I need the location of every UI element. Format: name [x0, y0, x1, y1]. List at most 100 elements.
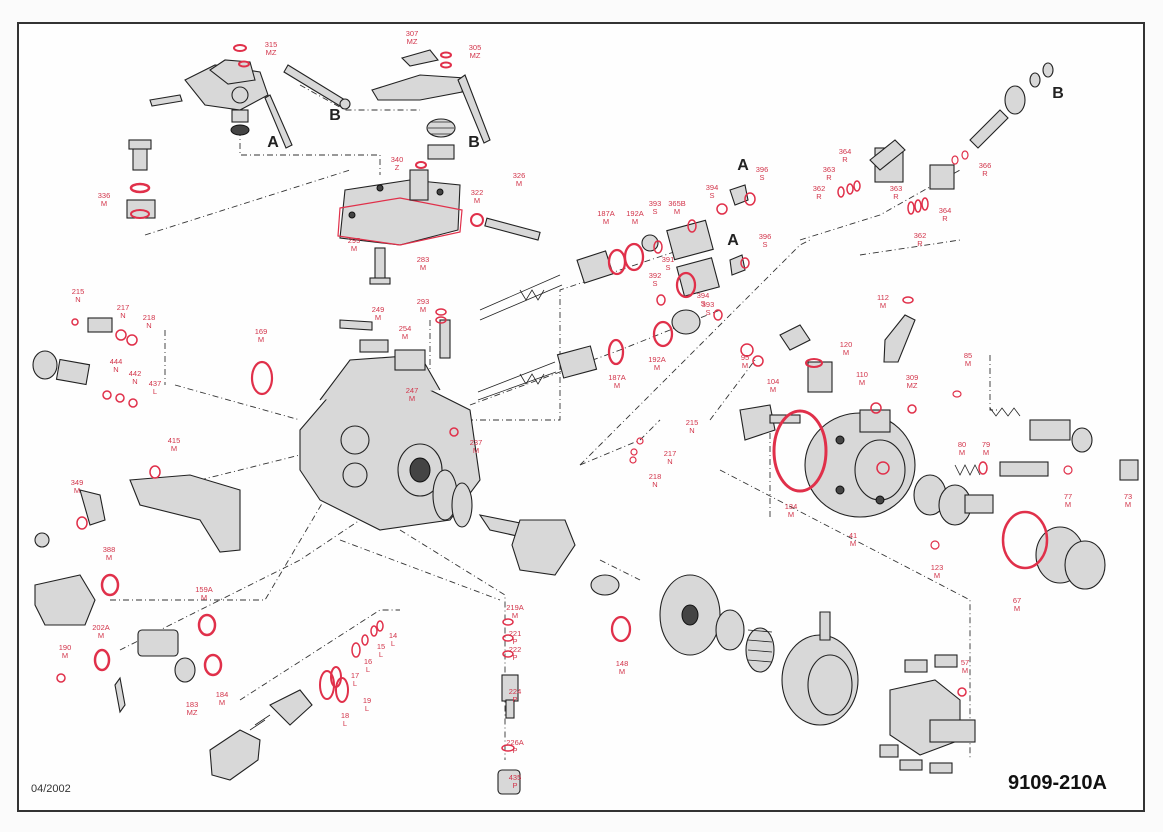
part-number: 79 — [982, 440, 990, 449]
part-code: M — [632, 217, 638, 226]
part-code: M — [742, 361, 748, 370]
part-code: S — [665, 263, 670, 272]
part-number: 392 — [649, 271, 662, 280]
part-code: R — [842, 155, 848, 164]
o-ring — [853, 180, 861, 192]
part-callout: 85M — [964, 351, 972, 368]
pressure-valve-stack — [497, 674, 521, 795]
part-callout: 67M — [1013, 596, 1021, 613]
connector-letter: A — [727, 232, 739, 249]
part-code: M — [201, 593, 207, 602]
part-code: P — [512, 746, 517, 755]
part-code: M — [420, 305, 426, 314]
part-code: L — [379, 650, 383, 659]
part-number: 247 — [406, 386, 419, 395]
o-ring — [376, 620, 384, 632]
part-code: N — [113, 365, 118, 374]
part-number: 192A — [648, 355, 666, 364]
part-code: P — [512, 653, 517, 662]
part-number: 237 — [470, 438, 483, 447]
part-number: 190 — [59, 643, 72, 652]
part-number: 295 — [348, 236, 361, 245]
o-ring — [652, 320, 674, 348]
part-number: 73 — [1124, 492, 1132, 501]
part-callouts: 315MZ307MZ305MZ336M340Z326M322M295M283M2… — [59, 29, 1132, 790]
part-code: M — [859, 378, 865, 387]
o-ring — [335, 677, 349, 703]
o-ring — [502, 618, 514, 626]
part-code: N — [652, 480, 657, 489]
part-code: M — [1014, 604, 1020, 613]
part-code: M — [351, 244, 357, 253]
part-number: 309 — [906, 373, 919, 382]
o-ring — [870, 402, 882, 414]
o-ring — [656, 294, 666, 306]
o-ring — [502, 650, 514, 658]
part-number: 18 — [341, 711, 349, 720]
part-code: M — [258, 335, 264, 344]
part-code: M — [74, 486, 80, 495]
part-code: M — [98, 631, 104, 640]
o-ring — [370, 625, 378, 637]
part-number: 192A — [626, 209, 644, 218]
part-code: M — [409, 394, 415, 403]
o-ring — [687, 219, 697, 233]
o-ring — [440, 61, 452, 69]
part-number: 363 — [823, 165, 836, 174]
part-number: 222 — [509, 645, 522, 654]
connector-letter: B — [329, 107, 341, 124]
o-ring — [440, 51, 452, 59]
part-code: MZ — [470, 51, 481, 60]
part-number: 120 — [840, 340, 853, 349]
part-number: 336 — [98, 191, 111, 200]
part-code: R — [917, 239, 923, 248]
part-number: 110 — [856, 370, 868, 379]
part-number: 394 — [706, 183, 719, 192]
part-number: 15 — [377, 642, 385, 651]
part-number: 305 — [469, 43, 482, 52]
seal-rings — [56, 44, 1073, 752]
part-number: 315 — [265, 40, 278, 49]
part-callout: 95M — [741, 353, 749, 370]
part-code: M — [850, 539, 856, 548]
o-ring — [907, 404, 917, 414]
governor-lever-assembly — [126, 59, 351, 219]
o-ring — [415, 161, 427, 169]
connector-letter: A — [267, 134, 279, 151]
part-number: 415 — [168, 436, 181, 445]
o-ring — [902, 296, 914, 304]
o-ring — [115, 393, 125, 403]
part-code: P — [512, 695, 517, 704]
part-number: 435 — [509, 773, 522, 782]
o-ring — [629, 456, 637, 464]
o-ring — [203, 653, 223, 677]
o-ring — [435, 308, 447, 316]
part-code: M — [1065, 500, 1071, 509]
part-code: N — [689, 426, 694, 435]
part-number: 254 — [399, 324, 412, 333]
o-ring — [115, 329, 127, 341]
part-number: 293 — [417, 297, 430, 306]
o-ring — [361, 634, 369, 646]
part-code: S — [762, 240, 767, 249]
o-ring — [630, 448, 638, 456]
part-number: 349 — [71, 478, 84, 487]
part-number: 362 — [813, 184, 826, 193]
